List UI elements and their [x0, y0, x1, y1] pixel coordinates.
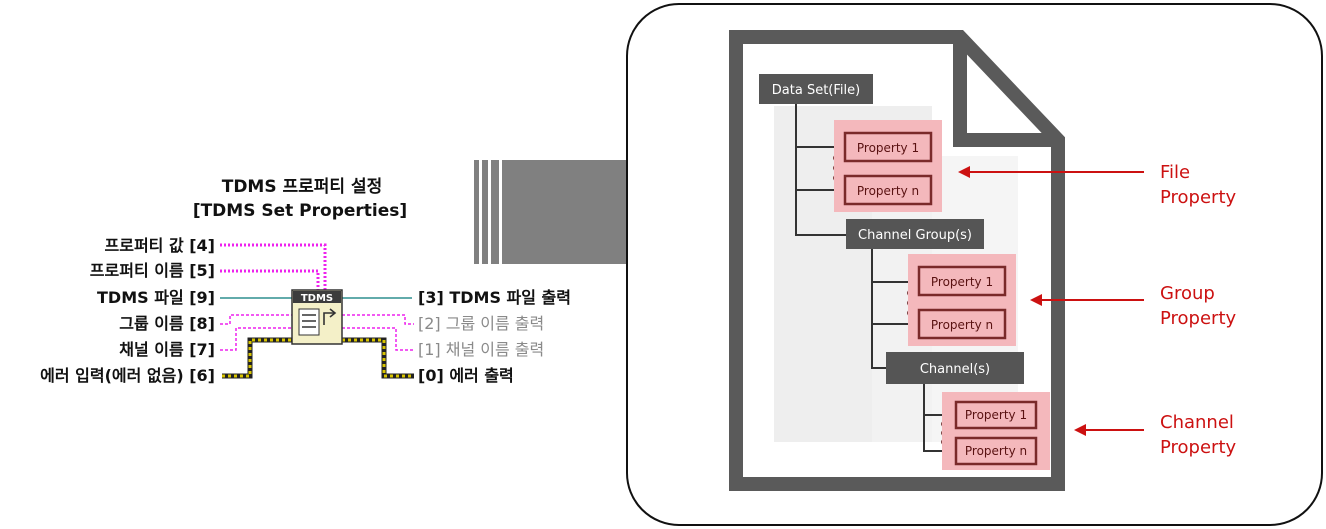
channel-property-group: Property 1 Property n	[942, 392, 1050, 470]
node-title-english: [TDMS Set Properties]	[193, 201, 407, 221]
output-channel-name: [1] 채널 이름 출력	[418, 340, 544, 359]
channel-group-node: Channel Group(s)	[846, 219, 984, 249]
file-property-group: Property 1 Property n	[834, 120, 942, 212]
output-tdms-file: [3] TDMS 파일 출력	[418, 288, 571, 307]
wire-property-value	[220, 243, 327, 290]
set-arrow-icon	[323, 308, 337, 325]
file-property-1-label: Property 1	[857, 141, 919, 155]
input-group-name: 그룹 이름 [8]	[119, 314, 215, 333]
group-property-caption-2: Property	[1160, 308, 1237, 329]
side-labels: File Property Group Property Channel Pro…	[1160, 162, 1237, 458]
group-property-group: Property 1 Property n	[908, 254, 1016, 346]
wire-group-name-in	[220, 314, 292, 325]
file-property-caption-1: File	[1160, 162, 1190, 183]
channel-property-n-label: Property n	[965, 444, 1027, 458]
output-group-name: [2] 그룹 이름 출력	[418, 314, 544, 333]
channel-label: Channel(s)	[920, 362, 990, 377]
property-list-icon	[298, 308, 320, 336]
wire-channel-name-out	[342, 327, 414, 351]
input-channel-name: 채널 이름 [7]	[119, 340, 215, 359]
file-property-n	[843, 174, 933, 206]
group-property-caption-1: Group	[1160, 283, 1215, 304]
wire-error-out	[342, 337, 414, 379]
input-property-name: 프로퍼티 이름 [5]	[90, 261, 215, 280]
tdms-node-panel: TDMS 프로퍼티 설정 [TDMS Set Properties] 프로퍼티 …	[40, 177, 571, 385]
wires	[220, 243, 414, 379]
channel-property-caption-2: Property	[1160, 437, 1237, 458]
node-title-korean: TDMS 프로퍼티 설정	[222, 177, 383, 197]
channel-node: Channel(s)	[886, 352, 1024, 384]
wire-group-name-out	[342, 314, 414, 325]
channel-property-1	[954, 400, 1038, 430]
pointer-arrows	[958, 166, 1144, 436]
group-property-n	[917, 308, 1007, 340]
wire-error-in	[222, 337, 292, 379]
file-property-caption-2: Property	[1160, 187, 1237, 208]
tdms-set-properties-icon[interactable]: TDMS	[291, 289, 343, 345]
channel-group-label: Channel Group(s)	[858, 228, 972, 243]
wire-property-name	[220, 269, 320, 290]
group-property-1-label: Property 1	[931, 275, 993, 289]
file-property-1	[843, 131, 933, 163]
file-property-n-label: Property n	[857, 184, 919, 198]
input-tdms-file: TDMS 파일 [9]	[97, 288, 215, 307]
data-set-node: Data Set(File)	[759, 74, 873, 104]
channel-property-caption-1: Channel	[1160, 412, 1234, 433]
output-error-out: [0] 에러 출력	[418, 366, 514, 385]
input-error-in: 에러 입력(에러 없음) [6]	[40, 366, 215, 385]
group-property-1	[917, 265, 1007, 297]
icon-label: TDMS	[301, 293, 333, 304]
document-icon	[729, 30, 1065, 491]
channel-property-n	[954, 436, 1038, 466]
channel-property-1-label: Property 1	[965, 408, 1027, 422]
data-set-label: Data Set(File)	[772, 83, 860, 98]
group-property-n-label: Property n	[931, 318, 993, 332]
wire-channel-name-in	[220, 327, 292, 351]
input-property-value: 프로퍼티 값 [4]	[105, 236, 216, 255]
